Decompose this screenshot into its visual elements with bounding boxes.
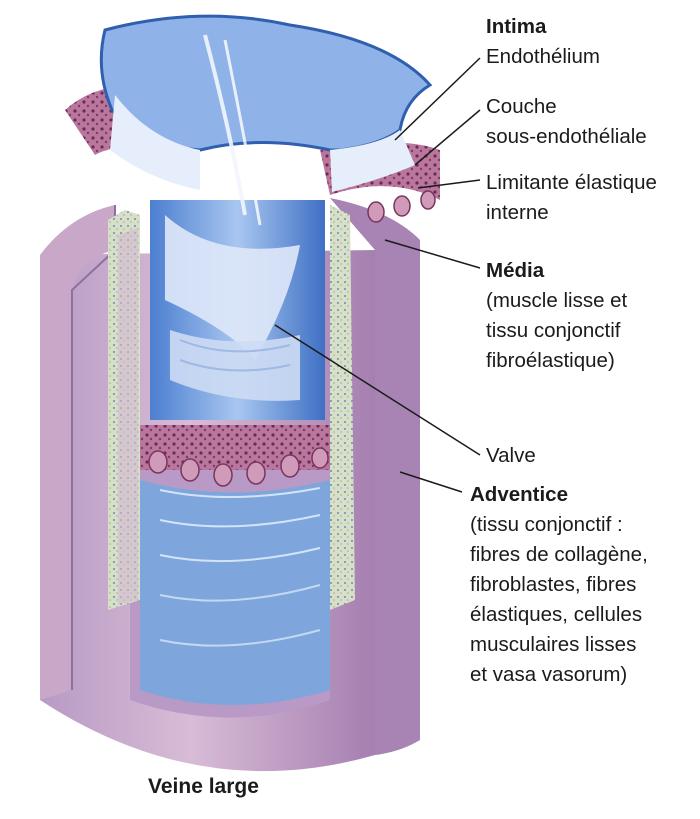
endothelium-label: Endothélium [486,44,600,70]
adventitia-line4: élastiques, cellules [470,602,642,628]
internal-elastic-label-line1: Limitante élastique [486,170,657,196]
internal-elastic-label-line2: interne [486,200,549,226]
media-line2: tissu conjonctif [486,318,620,344]
subendothelial-leader [415,110,480,165]
subendothelial-label-line2: sous-endothéliale [486,124,647,150]
intima-title: Intima [486,14,546,40]
figure-caption: Veine large [148,775,259,799]
valve-label: Valve [486,443,536,469]
adventitia-title: Adventice [470,482,568,508]
adventitia-line5: musculaires lisses [470,632,636,658]
adventitia-line2: fibres de collagène, [470,542,648,568]
media-title: Média [486,258,544,284]
media-line1: (muscle lisse et [486,288,627,314]
endothelium-surface [101,16,430,225]
subendothelial-label-line1: Couche [486,94,557,120]
adventitia-line1: (tissu conjonctif : [470,512,623,538]
adventitia-line3: fibroblastes, fibres [470,572,636,598]
media-line3: fibroélastique) [486,348,615,374]
adventitia-line6: et vasa vasorum) [470,662,627,688]
